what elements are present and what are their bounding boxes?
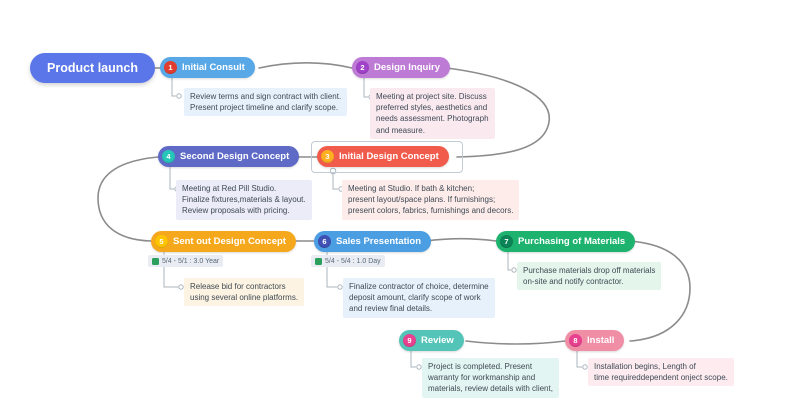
topic-sent-out-design-concept[interactable]: 5 Sent out Design Concept [151, 231, 296, 252]
number-badge-icon: 5 [155, 235, 168, 248]
number-badge-icon: 8 [569, 334, 582, 347]
topic-label: Second Design Concept [180, 151, 290, 162]
note-second-design-concept[interactable]: Meeting at Red Pill Studio. Finalize fix… [176, 180, 312, 220]
root-topic-label: Product launch [47, 61, 138, 75]
note-initial-design-concept[interactable]: Meeting at Studio. If bath & kitchen; pr… [342, 180, 520, 220]
topic-label: Design Inquiry [374, 62, 440, 73]
topic-label: Sales Presentation [336, 236, 422, 247]
task-tag-sales-presentation[interactable]: 5/4 - 5/4 : 1.0 Day [311, 255, 385, 267]
topic-label: Sent out Design Concept [173, 236, 286, 247]
number-badge-icon: 7 [500, 235, 513, 248]
number-badge-icon: 9 [403, 334, 416, 347]
topic-label: Review [421, 335, 454, 346]
task-tag-label: 5/4 - 5/4 : 1.0 Day [325, 257, 381, 265]
note-install[interactable]: Installation begins, Length of time requ… [588, 358, 734, 387]
note-initial-consult[interactable]: Review terms and sign contract with clie… [184, 88, 348, 117]
topic-purchasing-of-materials[interactable]: 7 Purchasing of Materials [496, 231, 636, 252]
topic-sales-presentation[interactable]: 6 Sales Presentation [314, 231, 432, 252]
number-badge-icon: 4 [162, 150, 175, 163]
topic-initial-design-concept[interactable]: 3 Initial Design Concept [317, 146, 449, 167]
number-badge-icon: 3 [321, 150, 334, 163]
calendar-icon [152, 257, 159, 265]
topic-label: Install [587, 335, 615, 346]
note-sales-presentation[interactable]: Finalize contractor of choice, determine… [343, 278, 495, 318]
topic-initial-consult[interactable]: 1 Initial Consult [160, 57, 255, 78]
topic-label: Purchasing of Materials [518, 236, 626, 247]
number-badge-icon: 6 [318, 235, 331, 248]
note-review[interactable]: Project is completed. Present warranty f… [422, 358, 559, 398]
topic-install[interactable]: 8 Install [565, 330, 625, 351]
topic-design-inquiry[interactable]: 2 Design Inquiry [352, 57, 450, 78]
task-tag-label: 5/4 - 5/1 : 3.0 Year [162, 257, 220, 265]
topic-label: Initial Consult [182, 62, 245, 73]
number-badge-icon: 1 [164, 61, 177, 74]
note-sent-out-design-concept[interactable]: Release bid for contractors using severa… [184, 278, 305, 307]
topic-label: Initial Design Concept [339, 151, 439, 162]
topic-review[interactable]: 9 Review [399, 330, 464, 351]
note-purchasing-of-materials[interactable]: Purchase materials drop off materials on… [517, 262, 662, 291]
calendar-icon [315, 257, 322, 265]
number-badge-icon: 2 [356, 61, 369, 74]
topic-second-design-concept[interactable]: 4 Second Design Concept [158, 146, 300, 167]
root-topic-product-launch[interactable]: Product launch [30, 53, 155, 83]
task-tag-sent-out-design-concept[interactable]: 5/4 - 5/1 : 3.0 Year [148, 255, 224, 267]
note-design-inquiry[interactable]: Meeting at project site. Discuss preferr… [370, 88, 495, 139]
